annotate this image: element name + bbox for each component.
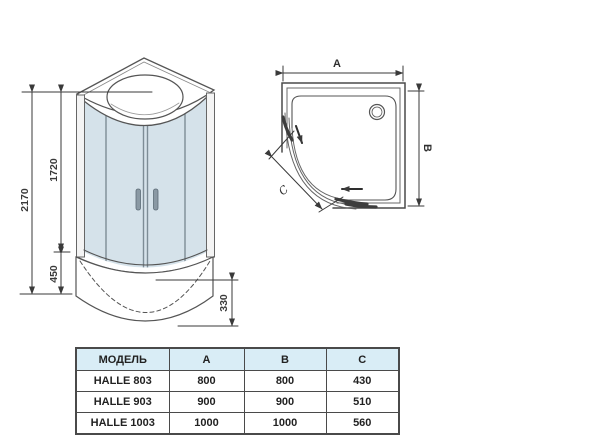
plan-frame-outer [281, 82, 406, 209]
dim-label-2170: 2170 [19, 188, 31, 212]
roof-front-band [83, 96, 208, 127]
shower-tray [75, 256, 214, 322]
cell-c: 430 [325, 370, 400, 392]
drain-icon [368, 103, 386, 121]
cell-c: 560 [325, 412, 400, 435]
model-dimensions-table: МОДЕЛЬ A B C HALLE 803 800 800 430 HALLE… [75, 347, 400, 435]
front-view-dimensions [19, 84, 239, 327]
ext-line-c-bottom [318, 196, 344, 213]
dome-rim [110, 102, 180, 116]
cell-model: HALLE 803 [75, 370, 170, 392]
dim-label-b: B [421, 144, 433, 152]
door-panel-top-segment [281, 115, 294, 142]
dim-line-c [264, 149, 323, 210]
slide-arrow-down [295, 125, 303, 144]
door-slide-arrows [295, 125, 363, 192]
table-row: HALLE 1003 1000 1000 560 [75, 412, 400, 435]
plan-view-diagram: A B C [264, 58, 433, 213]
dim-label-450: 450 [48, 265, 60, 283]
tray-inner-dashed-edge [79, 260, 211, 313]
door-handle-left [135, 188, 141, 211]
front-view-diagram: 2170 1720 450 330 [19, 57, 239, 327]
door-panel-bottom-segment-2 [344, 202, 378, 209]
dim-label-a: A [333, 58, 341, 70]
tray-apron [75, 256, 214, 322]
table-header-row: МОДЕЛЬ A B C [75, 347, 400, 371]
dim-label-330: 330 [218, 294, 230, 312]
cell-model: HALLE 903 [75, 391, 170, 413]
cell-c: 510 [325, 391, 400, 413]
cell-a: 800 [168, 370, 245, 392]
frame-column-right [206, 92, 215, 258]
roof-dome [75, 57, 216, 127]
glass-panels [84, 97, 207, 268]
header-model: МОДЕЛЬ [75, 347, 170, 371]
table-row: HALLE 903 900 900 510 [75, 391, 400, 413]
plan-view-dimensions [264, 65, 425, 213]
cell-b: 800 [243, 370, 327, 392]
cell-b: 1000 [243, 412, 327, 435]
header-c: C [325, 347, 400, 371]
frame-column-left [76, 94, 85, 258]
dim-label-c: C [276, 182, 291, 198]
cell-b: 900 [243, 391, 327, 413]
door-handle-right [153, 188, 159, 211]
cell-model: HALLE 1003 [75, 412, 170, 435]
cell-a: 900 [168, 391, 245, 413]
glass-body [84, 97, 207, 268]
dome-skylight [106, 74, 184, 120]
dim-label-1720: 1720 [48, 158, 60, 182]
cell-a: 1000 [168, 412, 245, 435]
header-a: A [168, 347, 245, 371]
plan-frame-inner [286, 87, 401, 204]
plan-tray-outline [291, 95, 397, 201]
table-row: HALLE 803 800 800 430 [75, 370, 400, 392]
shower-cabin-technical-drawing: 2170 1720 450 330 [19, 57, 433, 327]
header-b: B [243, 347, 327, 371]
roof-inner-edge [79, 61, 212, 98]
